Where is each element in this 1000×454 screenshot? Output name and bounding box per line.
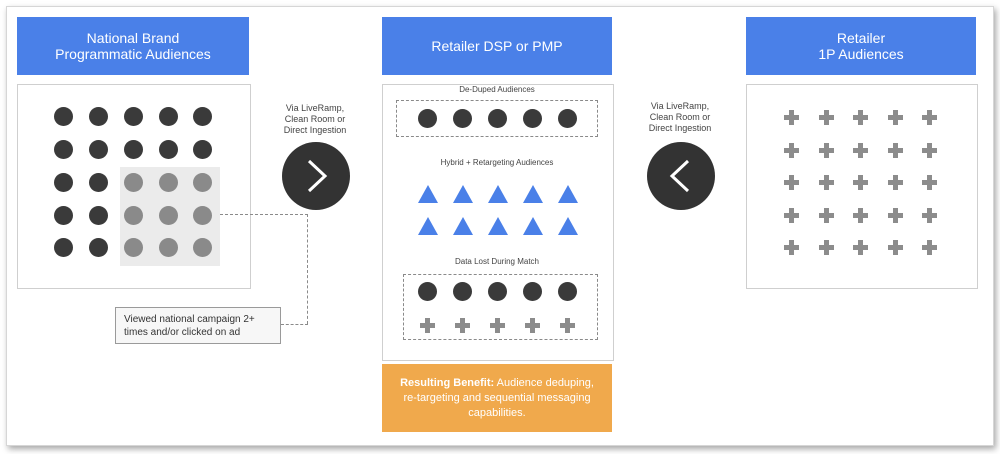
lost-data-plus <box>525 318 540 333</box>
engaged-audience-dot <box>193 173 212 192</box>
deduped-audience-dot <box>418 109 437 128</box>
audience-dot <box>193 140 212 159</box>
retargeting-triangle <box>453 185 473 203</box>
audience-dot <box>159 107 178 126</box>
retailer-audience-plus <box>819 208 834 223</box>
retargeting-triangle <box>488 217 508 235</box>
retailer-audience-plus <box>853 240 868 255</box>
retailer-dsp-header: Retailer DSP or PMP <box>382 17 612 75</box>
right-connector-circle <box>647 142 715 210</box>
matched-audience-dot <box>418 282 437 301</box>
retailer-audience-plus <box>853 143 868 158</box>
retailer-audience-plus <box>819 175 834 190</box>
right-connector-label: Via LiveRamp, Clean Room or Direct Inges… <box>648 101 712 133</box>
retargeting-triangle <box>418 185 438 203</box>
engaged-audience-dot <box>124 238 143 257</box>
lost-data-plus <box>455 318 470 333</box>
chevron-left-icon <box>669 159 690 193</box>
national-brand-header: National Brand Programmatic Audiences <box>17 17 249 75</box>
lost-data-plus <box>420 318 435 333</box>
lost-data-plus <box>490 318 505 333</box>
retailer-audience-plus <box>922 208 937 223</box>
deduped-audience-dot <box>453 109 472 128</box>
audience-dot <box>124 107 143 126</box>
data-lost-group <box>403 274 598 340</box>
left-connector-circle <box>282 142 350 210</box>
retailer-audience-plus <box>888 175 903 190</box>
retailer-audience-plus <box>853 175 868 190</box>
engaged-audience-dot <box>159 173 178 192</box>
audience-dot <box>89 140 108 159</box>
retargeting-triangle <box>453 217 473 235</box>
deduped-label: De-Duped Audiences <box>459 85 535 94</box>
deduped-audience-dot <box>488 109 507 128</box>
callout-connector-vertical <box>307 214 308 324</box>
lost-data-plus <box>560 318 575 333</box>
engaged-audience-dot <box>193 238 212 257</box>
retargeting-triangle <box>523 185 543 203</box>
audience-dot <box>159 140 178 159</box>
retailer-audience-plus <box>819 110 834 125</box>
data-lost-label: Data Lost During Match <box>454 257 540 266</box>
retailer-audience-plus <box>922 175 937 190</box>
resulting-benefit-box: Resulting Benefit: Audience deduping, re… <box>382 364 612 432</box>
retailer-audience-plus <box>888 143 903 158</box>
retailer-audience-plus <box>819 143 834 158</box>
audience-dot <box>54 140 73 159</box>
retailer-audience-plus <box>784 240 799 255</box>
retailer-audience-plus <box>784 175 799 190</box>
audience-dot <box>89 107 108 126</box>
engaged-audience-dot <box>124 206 143 225</box>
retailer-audience-plus <box>922 110 937 125</box>
audience-dot <box>54 107 73 126</box>
retargeting-triangle <box>488 185 508 203</box>
retailer-audience-plus <box>784 110 799 125</box>
audience-dot <box>54 206 73 225</box>
engaged-audience-dot <box>159 238 178 257</box>
audience-dot <box>193 107 212 126</box>
engaged-audience-dot <box>193 206 212 225</box>
retailer-audience-plus <box>853 110 868 125</box>
retailer-audience-plus <box>819 240 834 255</box>
engaged-audience-dot <box>124 173 143 192</box>
audience-dot <box>54 173 73 192</box>
audience-dot <box>124 140 143 159</box>
retailer-audience-plus <box>922 240 937 255</box>
retargeting-triangle <box>523 217 543 235</box>
audience-dot <box>89 238 108 257</box>
audience-dot <box>54 238 73 257</box>
retargeting-triangle <box>558 185 578 203</box>
retailer-audience-plus <box>784 208 799 223</box>
retailer-audience-plus <box>784 143 799 158</box>
callout-connector-end <box>281 324 308 325</box>
matched-audience-dot <box>523 282 542 301</box>
hybrid-label: Hybrid + Retargeting Audiences <box>440 158 554 167</box>
matched-audience-dot <box>558 282 577 301</box>
retailer-audience-plus <box>888 208 903 223</box>
benefit-text: Audience deduping, re-targeting and sequ… <box>403 376 594 419</box>
retailer-audience-plus <box>853 208 868 223</box>
retailer-1p-header: Retailer 1P Audiences <box>746 17 976 75</box>
retargeting-triangle <box>558 217 578 235</box>
deduped-audience-dot <box>523 109 542 128</box>
engaged-audience-callout: Viewed national campaign 2+ times and/or… <box>115 307 281 344</box>
retailer-audience-plus <box>888 110 903 125</box>
deduped-audience-dot <box>558 109 577 128</box>
engaged-audience-dot <box>159 206 178 225</box>
retailer-audience-plus <box>922 143 937 158</box>
retargeting-triangle <box>418 217 438 235</box>
left-connector-label: Via LiveRamp, Clean Room or Direct Inges… <box>283 103 347 135</box>
audience-dot <box>89 206 108 225</box>
benefit-label: Resulting Benefit: <box>400 376 495 389</box>
retailer-audience-plus <box>888 240 903 255</box>
chevron-right-icon <box>307 159 328 193</box>
deduped-group <box>396 100 598 137</box>
audience-dot <box>89 173 108 192</box>
matched-audience-dot <box>453 282 472 301</box>
callout-connector-horizontal <box>220 214 308 215</box>
matched-audience-dot <box>488 282 507 301</box>
